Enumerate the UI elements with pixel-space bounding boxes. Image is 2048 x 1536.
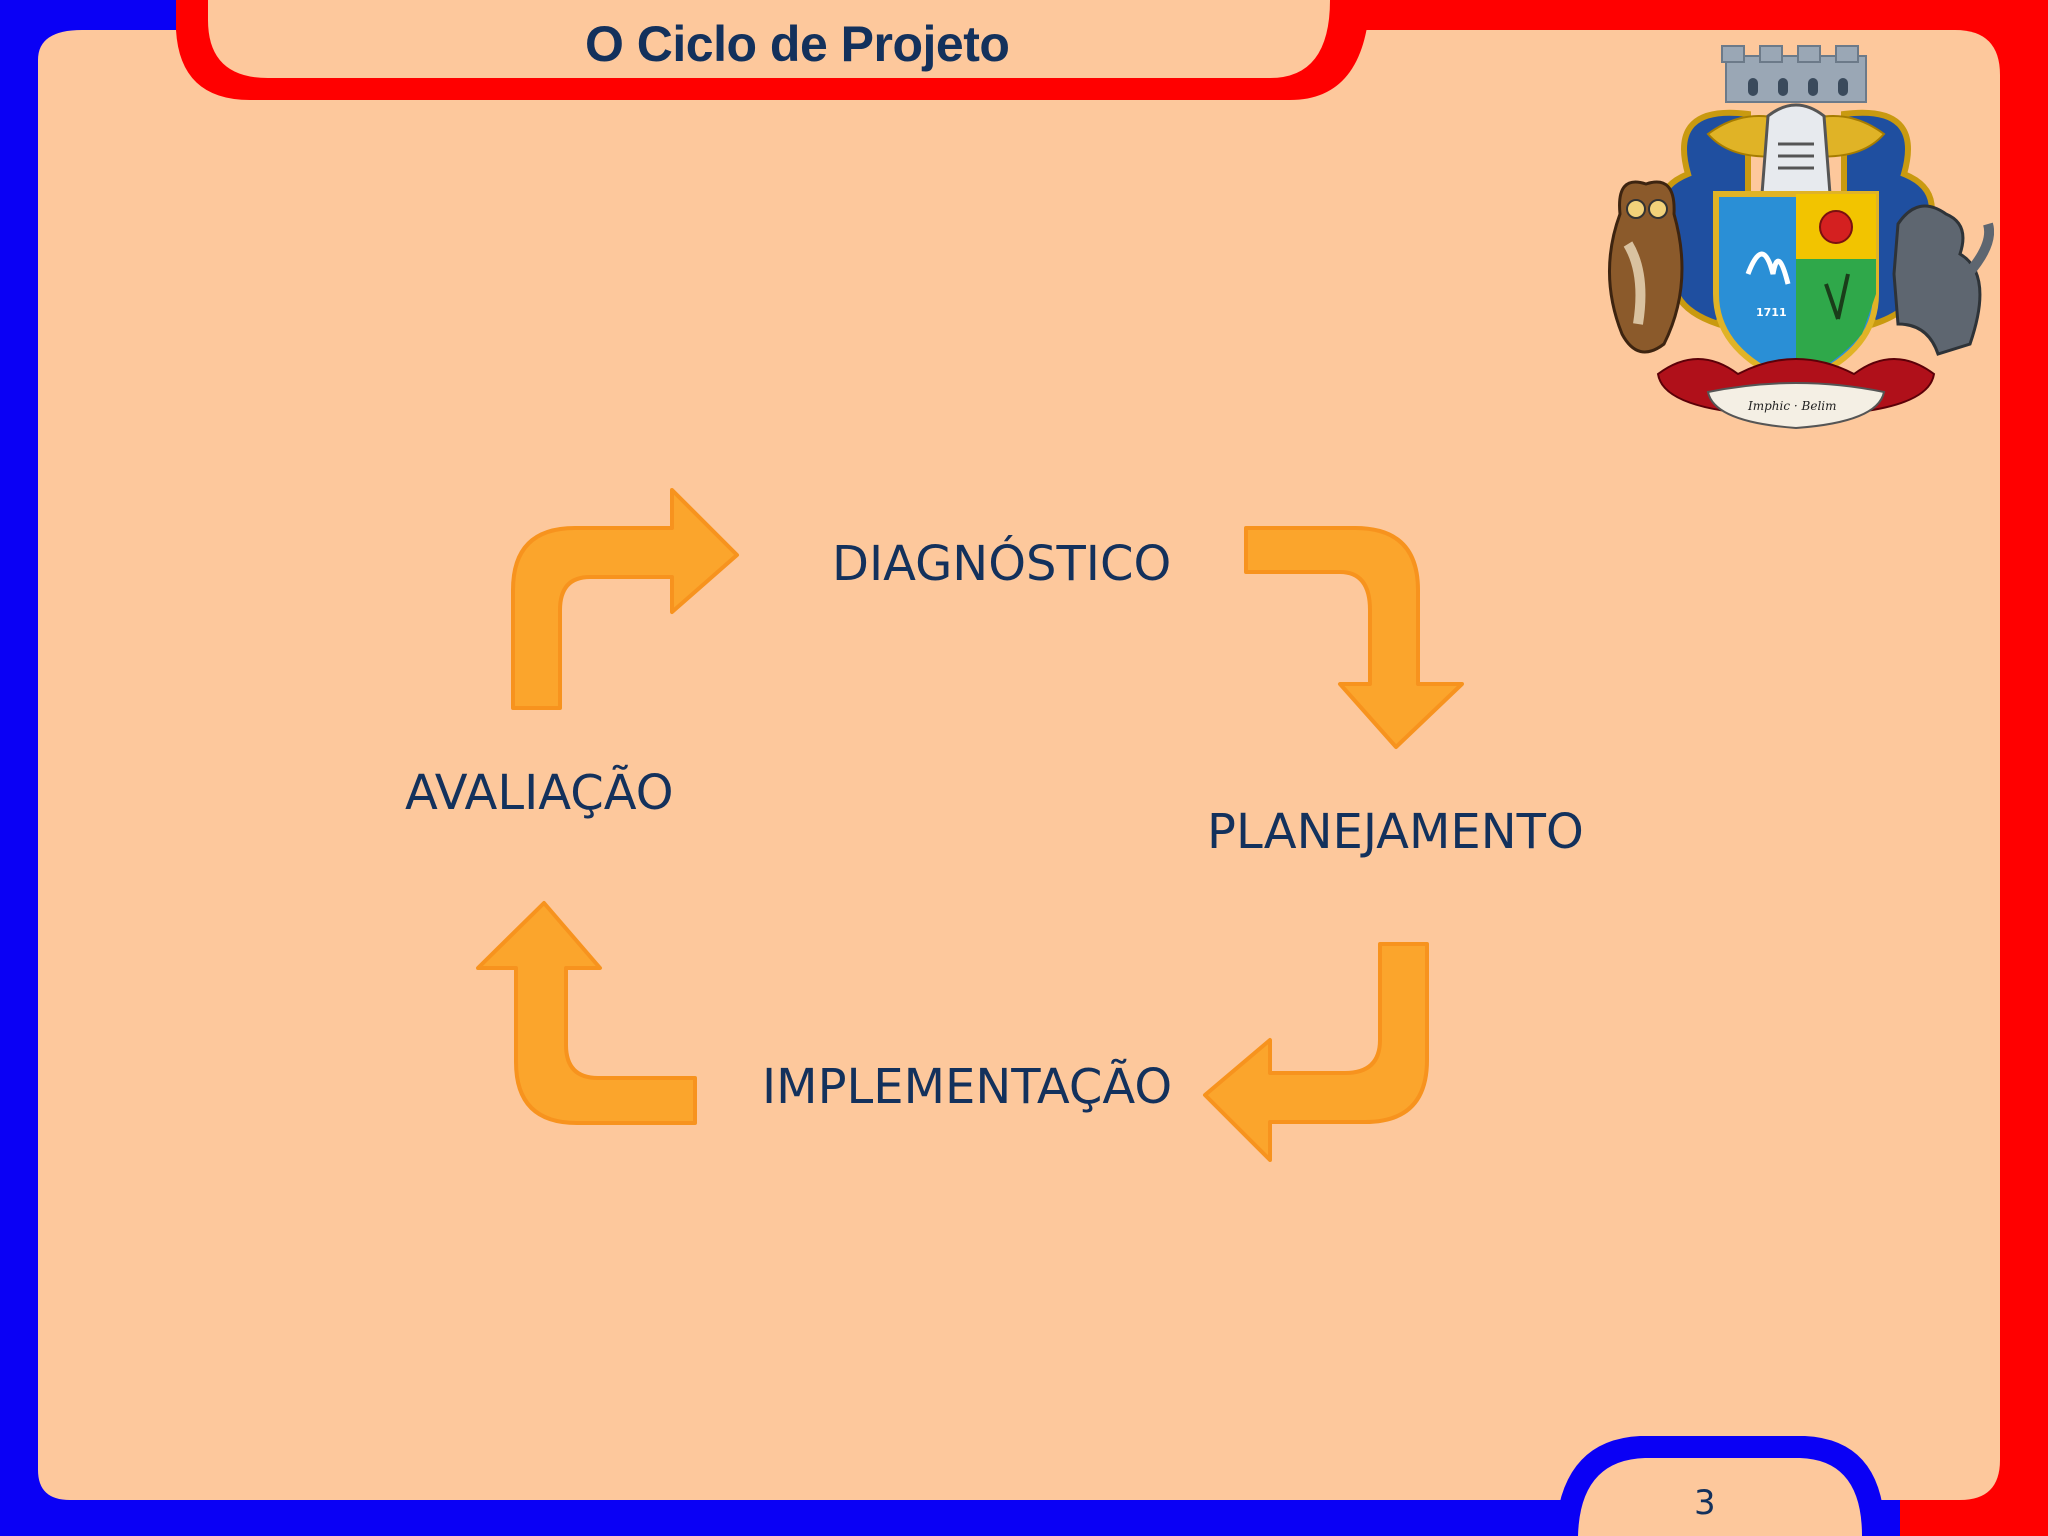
coat-of-arms-logo: 1711 Imphic · Belim [1608, 45, 1994, 430]
arrow-to-planejamento [1244, 526, 1464, 749]
arrow-to-implementacao [1203, 942, 1429, 1162]
slide-title: O Ciclo de Projeto [585, 16, 1010, 72]
crest-motto: Imphic · Belim [1747, 399, 1837, 413]
page-number: 3 [1694, 1483, 1716, 1523]
stage-diagnostico: DIAGNÓSTICO [832, 536, 1172, 592]
arrow-to-avaliacao [476, 901, 697, 1125]
page-tab [1578, 1458, 1862, 1536]
stage-avaliacao: AVALIAÇÃO [405, 765, 674, 821]
stage-planejamento: PLANEJAMENTO [1207, 804, 1584, 860]
stage-implementacao: IMPLEMENTAÇÃO [762, 1059, 1173, 1115]
title-tab [208, 0, 1330, 78]
content-panel [38, 30, 2000, 1500]
arrow-to-diagnostico [511, 488, 739, 710]
crest-year: 1711 [1756, 306, 1787, 319]
